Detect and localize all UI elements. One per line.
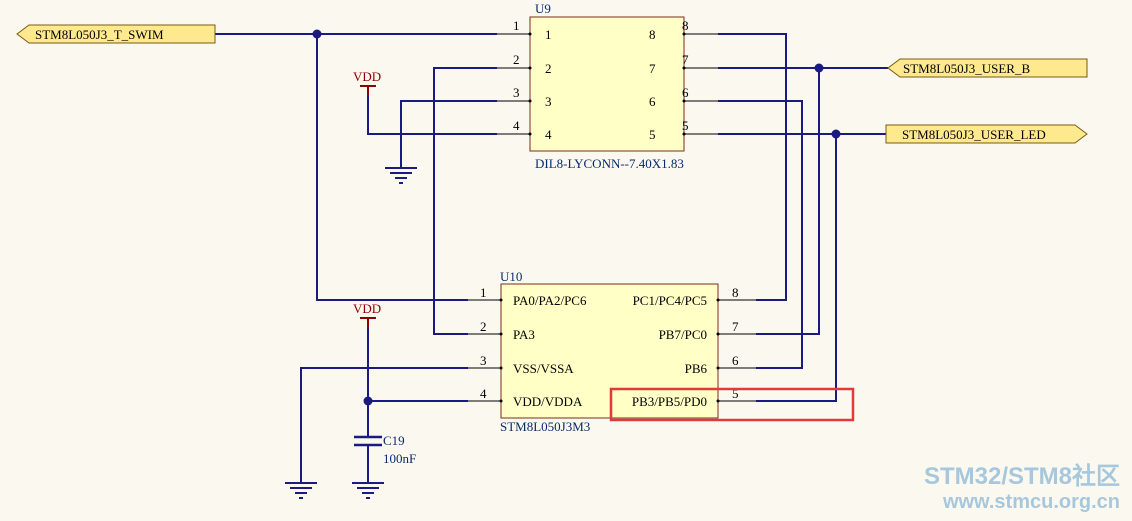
u10-pin-name: PC1/PC4/PC5 <box>633 293 707 308</box>
u9-pin-dot <box>528 132 532 136</box>
u9-pin-name: 6 <box>649 94 656 109</box>
junctions <box>312 29 841 406</box>
u9-pin-number: 3 <box>513 85 520 100</box>
u10-pin-name: PB3/PB5/PD0 <box>632 394 707 409</box>
vdd-label-top: VDD <box>353 69 381 84</box>
wire-user-led-branch <box>756 134 837 402</box>
port-user-led-label: STM8L050J3_USER_LED <box>902 127 1046 142</box>
junction-dot-icon <box>814 63 824 73</box>
wire-u9-gnd <box>400 100 497 168</box>
u10-pin-number: 6 <box>732 353 739 368</box>
u9-pin-name: 2 <box>545 61 552 76</box>
port-swim-label: STM8L050J3_T_SWIM <box>35 27 164 42</box>
port-user-b-shape <box>887 58 1088 78</box>
u10-pin-dot <box>716 332 720 336</box>
wire-u10-gnd <box>300 367 468 483</box>
u9-pin-name: 7 <box>649 61 656 76</box>
u9-pin-dot <box>682 66 686 70</box>
u10-pin-number: 4 <box>480 386 487 401</box>
wire-u9-vdd <box>367 86 497 135</box>
u10-pin-number: 5 <box>732 386 739 401</box>
u9-pin-number: 8 <box>682 18 689 33</box>
u9-pin-number: 4 <box>513 118 520 133</box>
u10-body <box>500 283 719 419</box>
junction-dot-icon <box>312 29 322 39</box>
u10-pin-number: 8 <box>732 285 739 300</box>
u10-pin-name: PA0/PA2/PC6 <box>513 293 587 308</box>
u9-footprint: DIL8-LYCONN--7.40X1.83 <box>535 156 684 171</box>
wire-pin6 <box>718 100 803 369</box>
watermark-line1: STM32/STM8社区 <box>924 462 1120 490</box>
u10-pin-name: PB6 <box>685 361 708 376</box>
u10-pin-name: PA3 <box>513 327 535 342</box>
c19-value: 100nF <box>383 451 416 466</box>
junction-dot-icon <box>831 129 841 139</box>
u10-designator: U10 <box>500 269 522 284</box>
u9-pin-name: 8 <box>649 27 656 42</box>
u9-pin-dot <box>682 132 686 136</box>
u10-pin-name: PB7/PC0 <box>659 327 707 342</box>
port-user-b-label: STM8L050J3_USER_B <box>903 61 1030 76</box>
u10-part: STM8L050J3M3 <box>500 419 590 434</box>
ground-symbol-icon <box>285 482 317 499</box>
c19-designator: C19 <box>383 433 405 448</box>
u9-pin-dot <box>528 99 532 103</box>
u9-body <box>529 16 685 152</box>
vdd-power-icon <box>360 317 376 328</box>
u9-pin-dot <box>528 66 532 70</box>
u10-pin-dot <box>499 298 503 302</box>
ground-symbol-icon <box>352 482 384 499</box>
u9-pin-number: 7 <box>682 52 689 67</box>
u9-pin-dot <box>528 32 532 36</box>
wire-pin2 <box>433 67 497 335</box>
port-swim[interactable]: STM8L050J3_T_SWIM <box>16 24 216 44</box>
u10-pin-number: 3 <box>480 353 487 368</box>
u9-pin-dot <box>682 32 686 36</box>
u10-pin-dot <box>499 332 503 336</box>
u10-pin-number: 1 <box>480 285 487 300</box>
u10-pin-dot <box>499 399 503 403</box>
capacitor-icon[interactable] <box>354 435 382 447</box>
wire-pin8 <box>718 33 787 301</box>
u10-pin-name: VDD/VDDA <box>513 394 583 409</box>
u9-pin-number: 6 <box>682 85 689 100</box>
port-swim-shape <box>16 24 216 44</box>
vdd-power-icon <box>360 85 376 96</box>
u9-pin-name: 5 <box>649 127 656 142</box>
u10-pin-dot <box>716 399 720 403</box>
wires <box>215 33 888 483</box>
ground-symbol-icon <box>385 167 417 184</box>
u9-pin-number: 1 <box>513 18 520 33</box>
watermark-line2: www.stmcu.org.cn <box>942 491 1120 513</box>
vdd-label-bottom: VDD <box>353 301 381 316</box>
u9-pin-number: 5 <box>682 118 689 133</box>
highlight-box <box>609 387 855 422</box>
port-user-led[interactable]: STM8L050J3_USER_LED <box>885 124 1088 144</box>
u9-pin-name: 3 <box>545 94 552 109</box>
wire-swim-branch <box>316 34 468 301</box>
u10-pin-dot <box>716 366 720 370</box>
port-user-b[interactable]: STM8L050J3_USER_B <box>887 58 1088 78</box>
u9-pin-name: 4 <box>545 127 552 142</box>
component-u9[interactable]: U9 DIL8-LYCONN--7.40X1.83 1 2 3 4 8 7 6 … <box>497 1 718 171</box>
port-user-led-shape <box>885 124 1088 144</box>
junction-dot-icon <box>363 396 373 406</box>
u9-pin-name: 1 <box>545 27 552 42</box>
component-u10[interactable]: U10 STM8L050J3M3 1 2 3 4 8 7 6 5 PA0/PA2… <box>468 269 756 434</box>
u9-designator: U9 <box>535 1 551 16</box>
u9-pin-number: 2 <box>513 52 520 67</box>
u9-pin-dot <box>682 99 686 103</box>
u10-pin-name: VSS/VSSA <box>513 361 574 376</box>
u10-pin-dot <box>716 298 720 302</box>
u10-pin-dot <box>499 366 503 370</box>
u10-pin-number: 7 <box>732 319 739 334</box>
wire-user-b-branch <box>756 68 820 335</box>
u10-pin-number: 2 <box>480 319 487 334</box>
